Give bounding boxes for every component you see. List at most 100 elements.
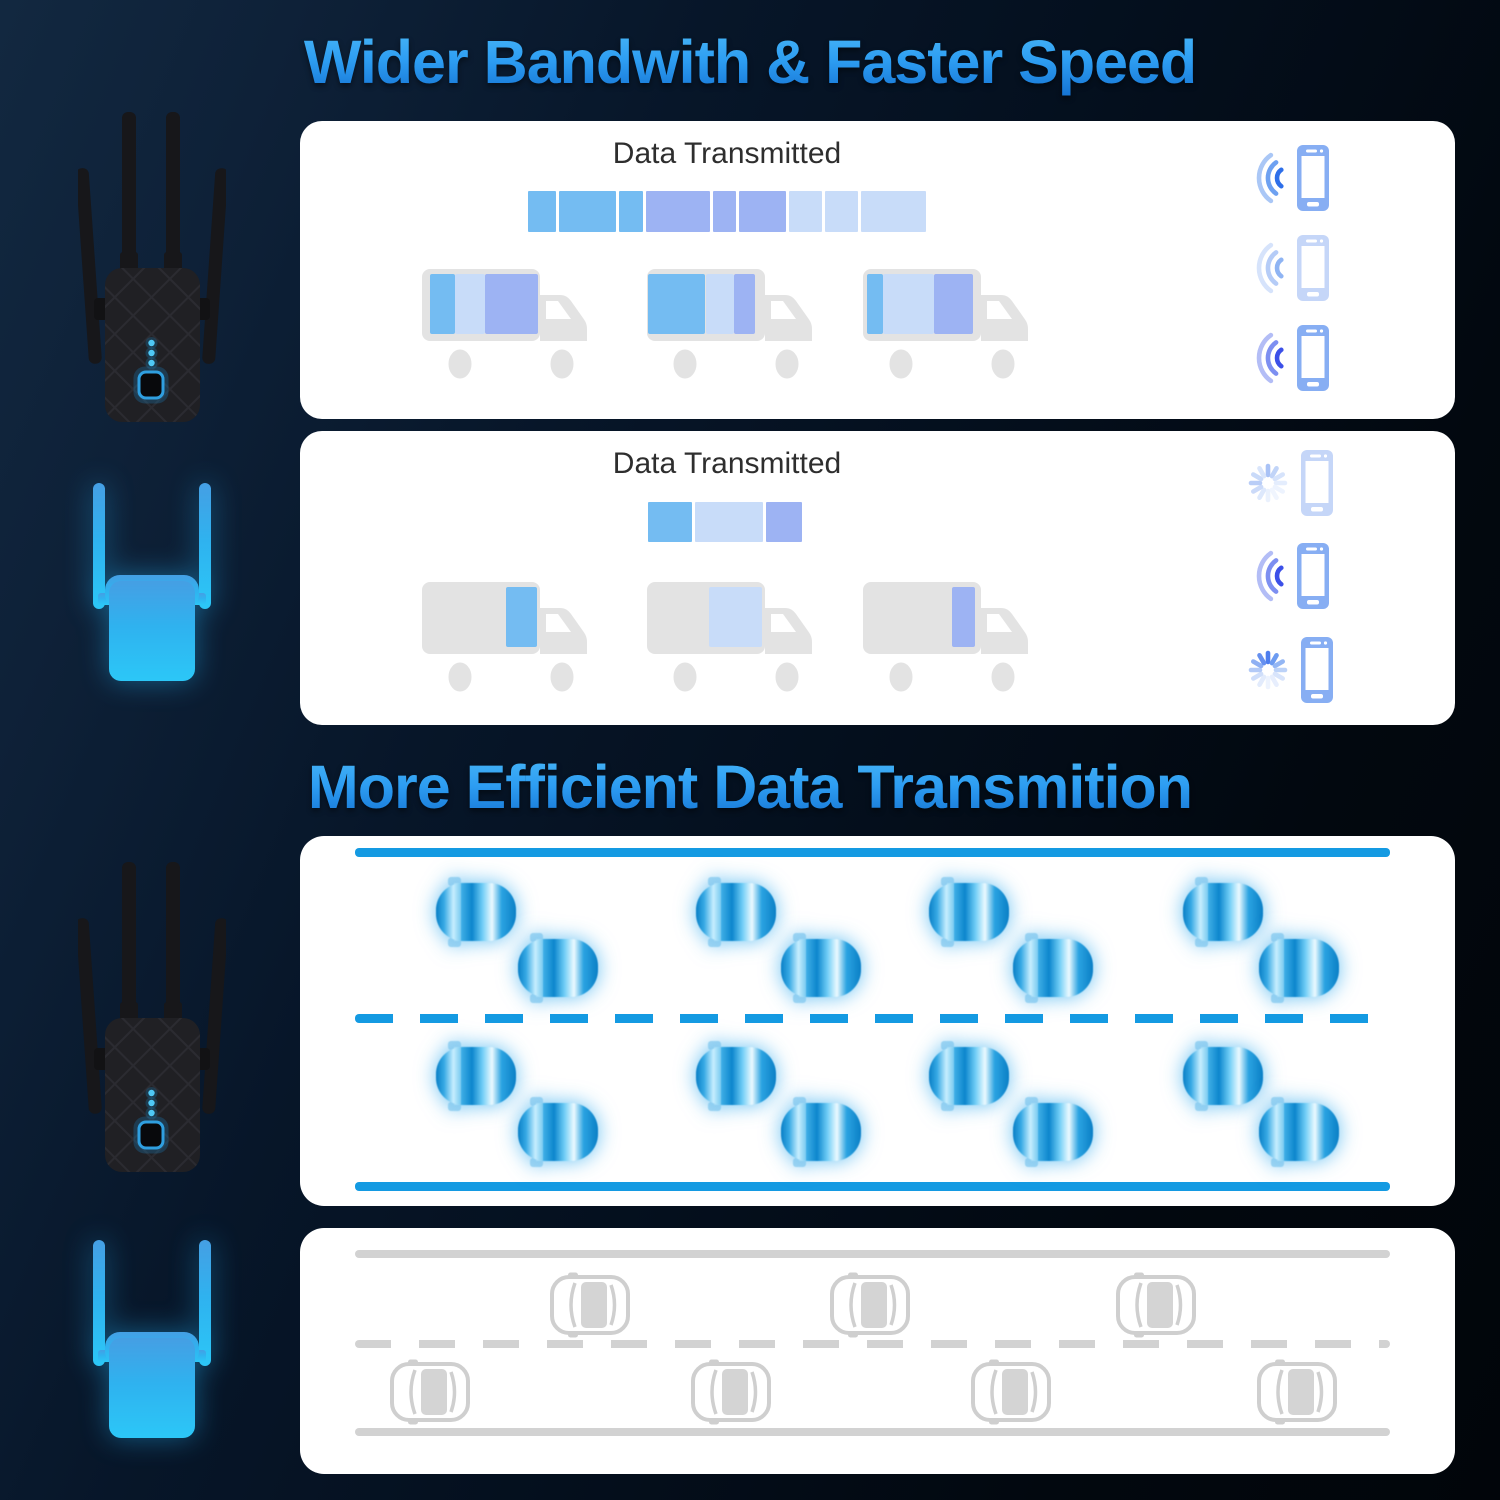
car-blue [432,875,520,954]
car-top-view-blue [1013,933,1093,1003]
car-top-view-blue [929,877,1009,947]
glow-antenna-right [199,483,211,609]
car-top-view-blue [1259,933,1339,1003]
extender-black-device-bottom [75,862,229,1174]
car-top-view-blue [696,1041,776,1111]
antenna-inner-left [122,112,136,272]
cargo-block-pale [709,587,762,647]
car-top-view-gray [1257,1359,1337,1425]
car-top-view-gray [830,1272,910,1338]
cargo-block-peri [734,274,755,334]
delivery-truck-icon [863,269,1028,386]
data-bar-wide [528,191,926,232]
cargo-block-sky [648,274,705,334]
car-top-view-blue [781,933,861,1003]
data-segment-sky [528,191,556,232]
antenna-outer-right [202,168,229,364]
wifi-waves-glyph [1256,152,1284,204]
car-blue [514,1095,602,1174]
glow-antenna-left [93,483,105,609]
car-blue [1255,1095,1343,1174]
cargo-block-peri [934,274,973,334]
smartphone-icon [1293,233,1333,303]
wifi-waves-glyph [1256,550,1284,602]
road-line-solid [355,848,1390,857]
device-row [1248,635,1337,705]
car-top-view-blue [781,1097,861,1167]
car-blue [1255,931,1343,1010]
car-top-view-gray [691,1359,771,1425]
road-line-solid [355,1182,1390,1191]
road-line-solid [355,1250,1390,1258]
glow-body [109,581,195,681]
cargo-block-peri [485,274,538,334]
device-row [1248,143,1333,213]
smartphone-glyph [1297,235,1329,301]
car-blue [777,1095,865,1174]
extender-black-illustration [75,862,229,1172]
data-segment-peri [713,191,736,232]
car-blue [692,1039,780,1118]
data-segment-pale [825,191,858,232]
data-segment-sky [559,191,616,232]
data-segment-pale [789,191,822,232]
delivery-truck [420,265,592,387]
cargo-block-sky [867,274,883,334]
data-bar-narrow [648,502,802,542]
delivery-truck-icon [647,582,812,699]
smartphone-icon [1297,635,1337,705]
car-blue [432,1039,520,1118]
smartphone-icon [1297,448,1337,518]
car-top-view-gray [390,1359,470,1425]
wifi-waves-glyph [1256,332,1284,384]
led-indicators [145,337,158,369]
cargo-block-pale [883,274,934,334]
data-transmitted-label: Data Transmitted [612,447,842,480]
car-top-view-gray [1116,1272,1196,1338]
car-top-view-blue [696,877,776,947]
panel-busy-highway [300,836,1455,1206]
car-blue [777,931,865,1010]
device-row [1248,541,1333,611]
car-blue [1179,1039,1267,1118]
data-segment-peri [766,502,802,542]
road-line-solid [355,1428,1390,1436]
car-top-view-blue [1259,1097,1339,1167]
car-top-view-gray [550,1272,630,1338]
delivery-truck-icon [647,269,812,386]
panel-sparse-highway [300,1228,1455,1474]
delivery-truck [861,265,1033,387]
wifi-signal-icon [1248,541,1288,611]
smartphone-glyph [1301,450,1333,516]
extender-glow-illustration [93,483,211,681]
loading-spinner-glyph [1248,463,1288,503]
cargo-block-pale [706,274,734,334]
device-row [1248,233,1333,303]
car-top-view-blue [929,1041,1009,1111]
road-line-dashed [355,1340,1390,1348]
smartphone-icon [1293,323,1333,393]
delivery-truck [420,578,592,700]
delivery-truck [645,265,817,387]
car-gray [828,1271,912,1344]
wifi-signal-icon [1248,233,1288,303]
car-blue [1009,1095,1097,1174]
car-top-view-blue [518,933,598,1003]
data-segment-pale [861,191,926,232]
data-segment-sky [648,502,692,542]
car-gray [1255,1358,1339,1431]
led-indicators [145,1087,158,1119]
delivery-truck [645,578,817,700]
data-segment-pale [695,502,763,542]
car-top-view-gray [971,1359,1051,1425]
car-top-view-blue [1013,1097,1093,1167]
wps-button [137,370,165,400]
car-top-view-blue [436,877,516,947]
car-gray [969,1358,1053,1431]
wps-button [137,1120,165,1150]
headline-wider-bandwidth: Wider Bandwith & Faster Speed [0,27,1500,97]
wifi-waves-glyph [1256,242,1284,294]
cargo-block-pale [455,274,485,334]
data-segment-peri [646,191,710,232]
